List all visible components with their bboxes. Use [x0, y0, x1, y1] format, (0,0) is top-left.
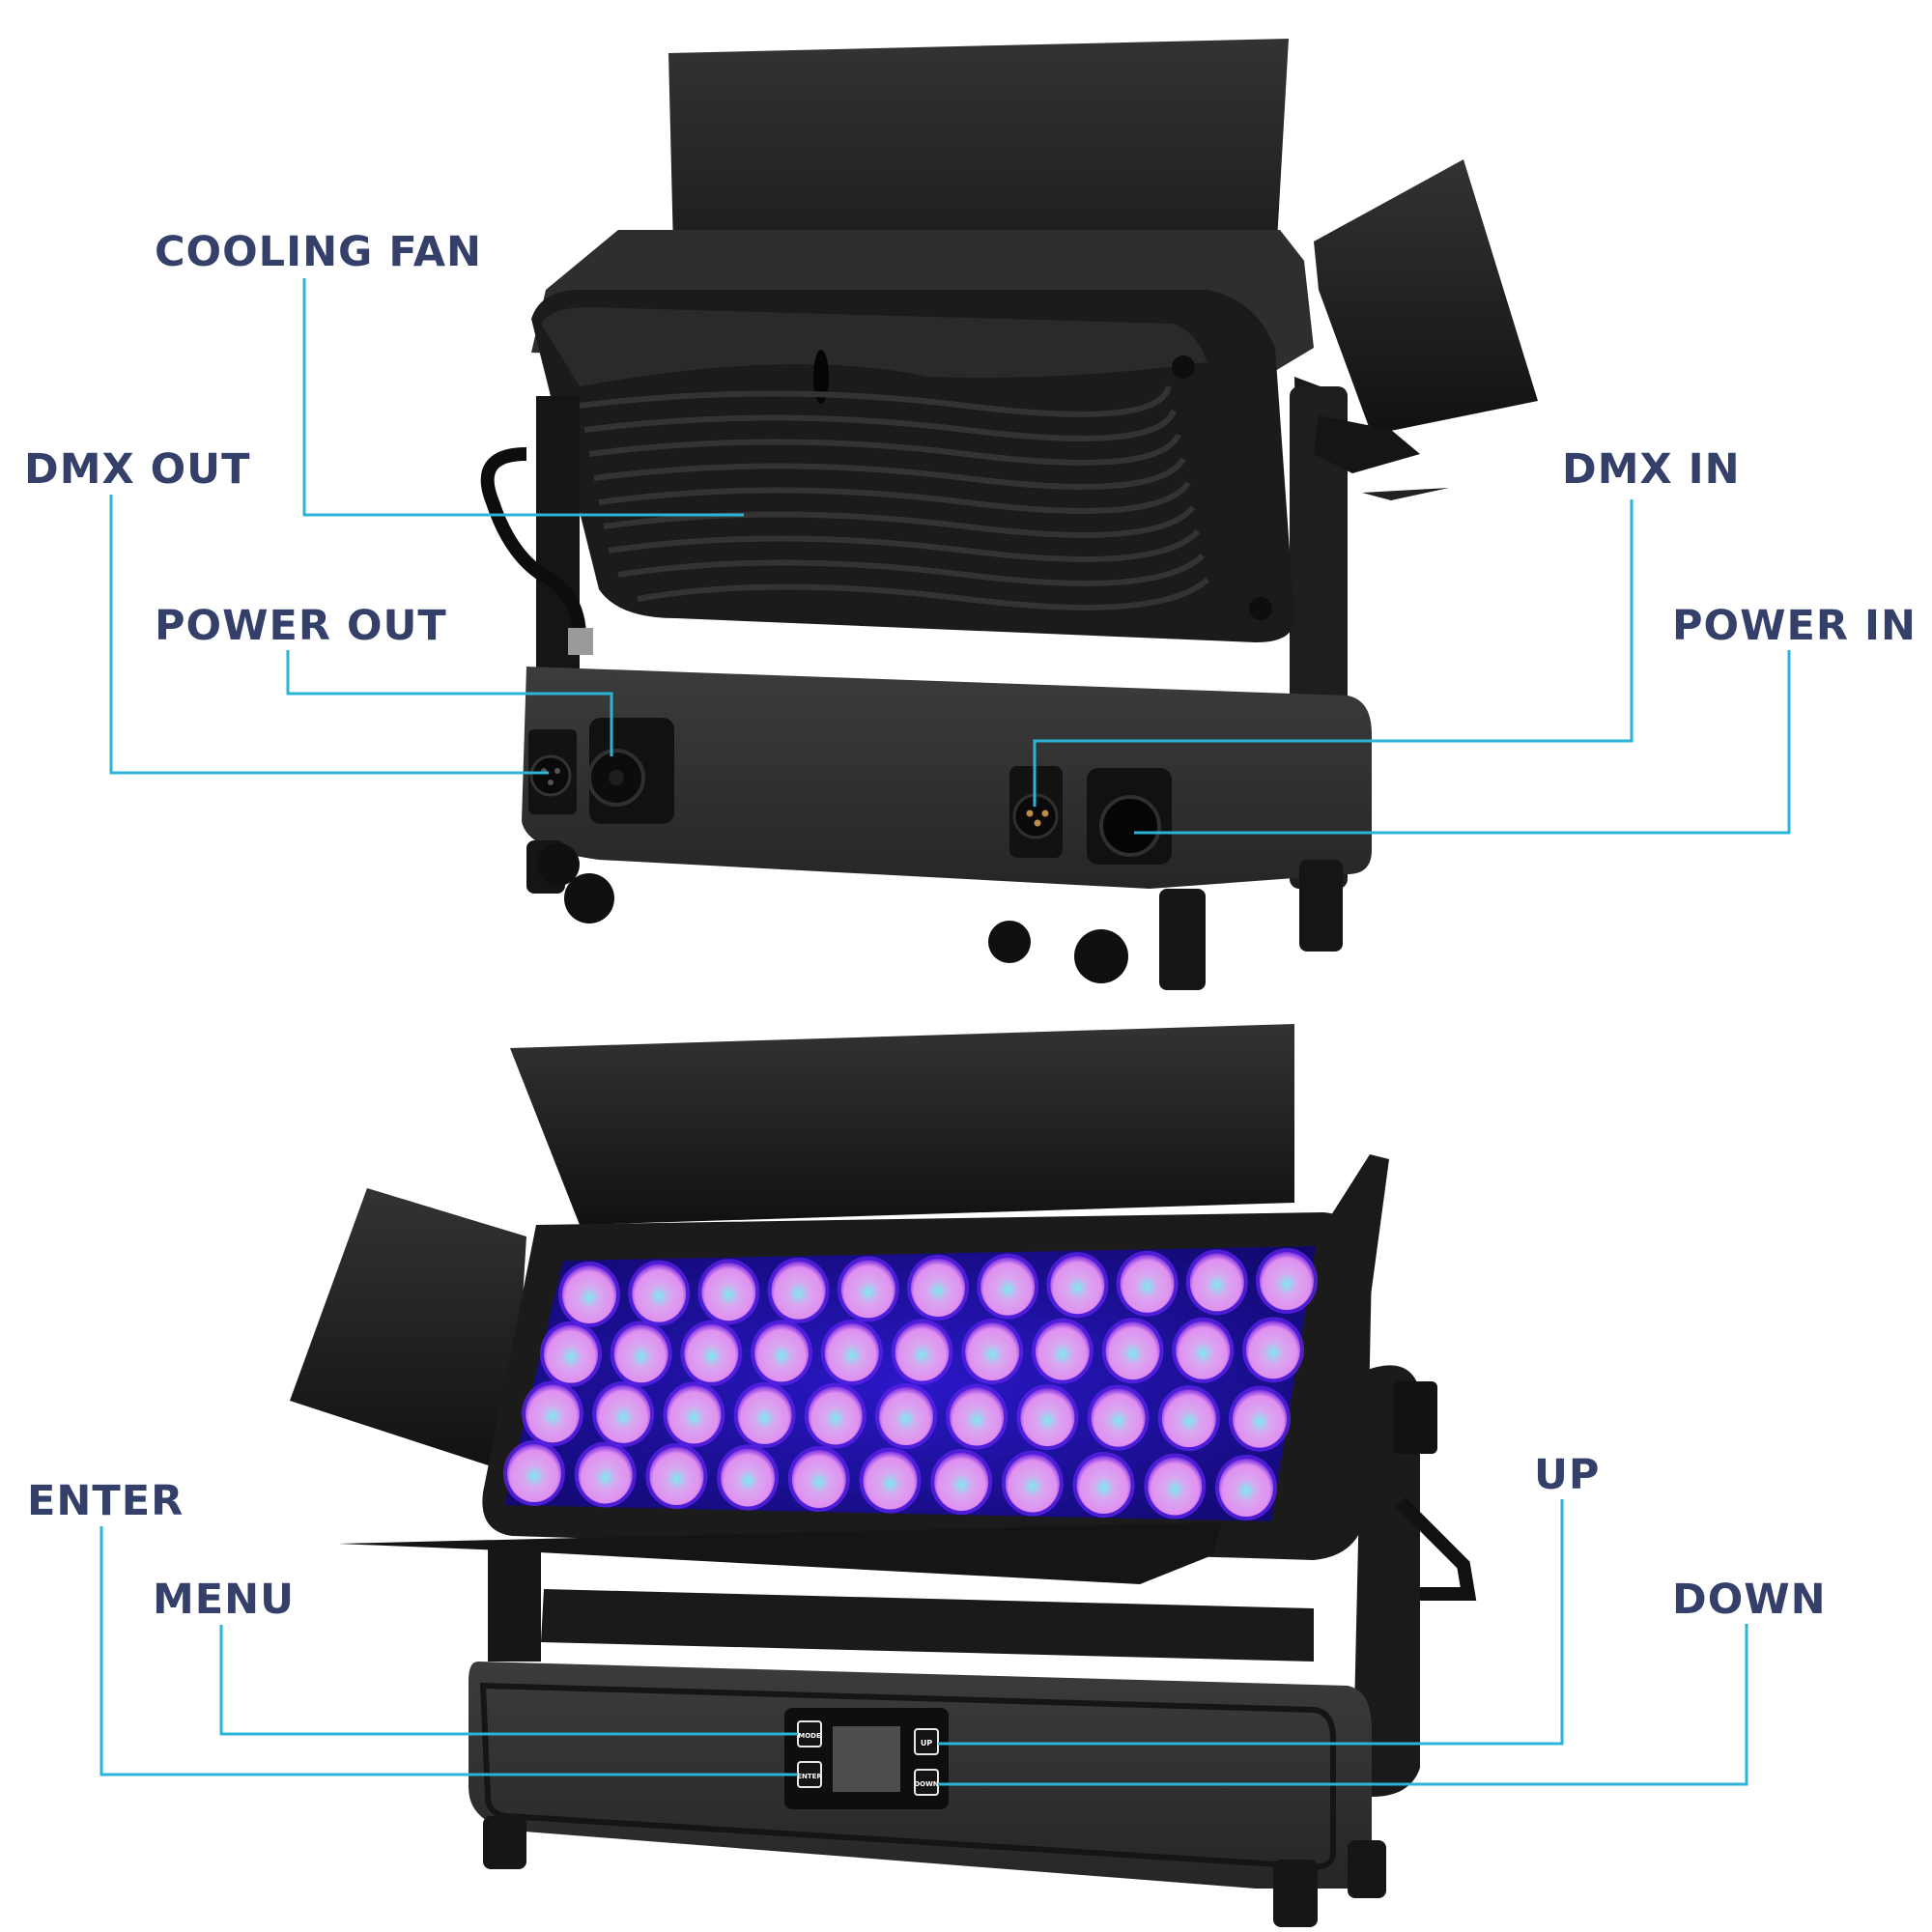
up-button-shape	[914, 1728, 939, 1755]
led-lens	[1161, 1389, 1216, 1448]
led-lens	[1050, 1256, 1105, 1315]
label-power-in: POWER IN	[1672, 602, 1917, 650]
label-dmx-out: DMX OUT	[24, 445, 251, 494]
led-lens	[578, 1445, 633, 1504]
led-lens	[649, 1447, 704, 1505]
led-lens	[863, 1451, 918, 1510]
led-lens	[544, 1324, 598, 1383]
led-lens	[613, 1324, 668, 1383]
up-callout	[938, 1499, 1564, 1746]
led-grid	[503, 1248, 1318, 1520]
led-lens	[1246, 1321, 1300, 1379]
led-lens	[824, 1322, 879, 1381]
led-lens	[771, 1261, 826, 1320]
led-lens	[1120, 1254, 1175, 1313]
led-lens	[596, 1384, 651, 1443]
led-lens	[980, 1257, 1036, 1316]
led-lens	[632, 1264, 687, 1322]
led-lens	[1091, 1388, 1146, 1447]
down-button-shape	[914, 1769, 939, 1796]
power-out-callout	[286, 650, 613, 756]
up-button[interactable]: UP	[921, 1739, 932, 1747]
enter-button[interactable]: ENTER	[797, 1773, 822, 1780]
led-lens	[754, 1323, 810, 1382]
led-lens	[1219, 1459, 1273, 1517]
led-lens	[667, 1385, 722, 1444]
led-lens	[895, 1322, 950, 1381]
led-lens	[1148, 1457, 1203, 1516]
led-lens	[879, 1387, 933, 1445]
led-lens	[1035, 1321, 1090, 1380]
led-lens	[1233, 1389, 1287, 1448]
led-lens	[507, 1444, 561, 1502]
led-lens	[737, 1385, 792, 1444]
led-lens	[1105, 1321, 1160, 1380]
label-cooling-fan: COOLING FAN	[155, 228, 483, 276]
label-power-out: POWER OUT	[155, 602, 447, 650]
power-in-connector	[1074, 768, 1172, 983]
dmx-out-connector	[528, 729, 580, 886]
cooling-fan-fins	[579, 385, 1210, 611]
led-lens	[808, 1386, 863, 1445]
rear-view-device	[480, 39, 1538, 990]
led-lens	[701, 1263, 756, 1321]
front-left-barn-door	[290, 1188, 526, 1473]
dmx-out-callout	[109, 495, 549, 775]
cooling-fan-callout	[302, 278, 744, 517]
label-down: DOWN	[1672, 1576, 1827, 1624]
lcd-display	[833, 1726, 900, 1792]
control-panel	[784, 1708, 949, 1809]
label-up: UP	[1534, 1451, 1601, 1499]
led-lens	[911, 1259, 965, 1317]
front-bottom-barn-door	[338, 1522, 1222, 1584]
label-enter: ENTER	[27, 1477, 185, 1525]
led-lens	[562, 1265, 616, 1323]
power-cable	[480, 447, 586, 639]
front-top-barn-door	[510, 1024, 1294, 1225]
led-lens	[1076, 1456, 1131, 1514]
led-lens	[950, 1387, 1005, 1446]
mode-button[interactable]: MODE	[798, 1732, 821, 1740]
led-lens	[1005, 1454, 1060, 1513]
right-barn-door	[1314, 159, 1538, 435]
led-lens	[1020, 1388, 1075, 1447]
led-lens	[721, 1448, 776, 1507]
label-dmx-in: DMX IN	[1562, 445, 1741, 494]
label-menu: MENU	[153, 1576, 296, 1624]
led-lens	[840, 1260, 895, 1319]
dmx-in-connector	[988, 766, 1063, 963]
enter-callout	[99, 1526, 798, 1776]
down-button[interactable]: DOWN	[914, 1780, 938, 1788]
led-lens	[791, 1450, 846, 1508]
led-lens	[1189, 1253, 1244, 1312]
led-lens	[1260, 1252, 1314, 1310]
callout-lines	[99, 278, 1791, 1786]
down-callout	[938, 1624, 1748, 1786]
led-lens	[1176, 1321, 1231, 1379]
led-lens	[526, 1384, 580, 1443]
power-in-callout	[1134, 650, 1791, 835]
menu-callout	[219, 1625, 798, 1736]
dmx-in-callout	[1033, 499, 1634, 807]
cooling-fan-housing	[531, 290, 1294, 642]
led-lens	[684, 1323, 739, 1382]
led-lens	[965, 1322, 1020, 1381]
led-lens	[934, 1453, 989, 1511]
